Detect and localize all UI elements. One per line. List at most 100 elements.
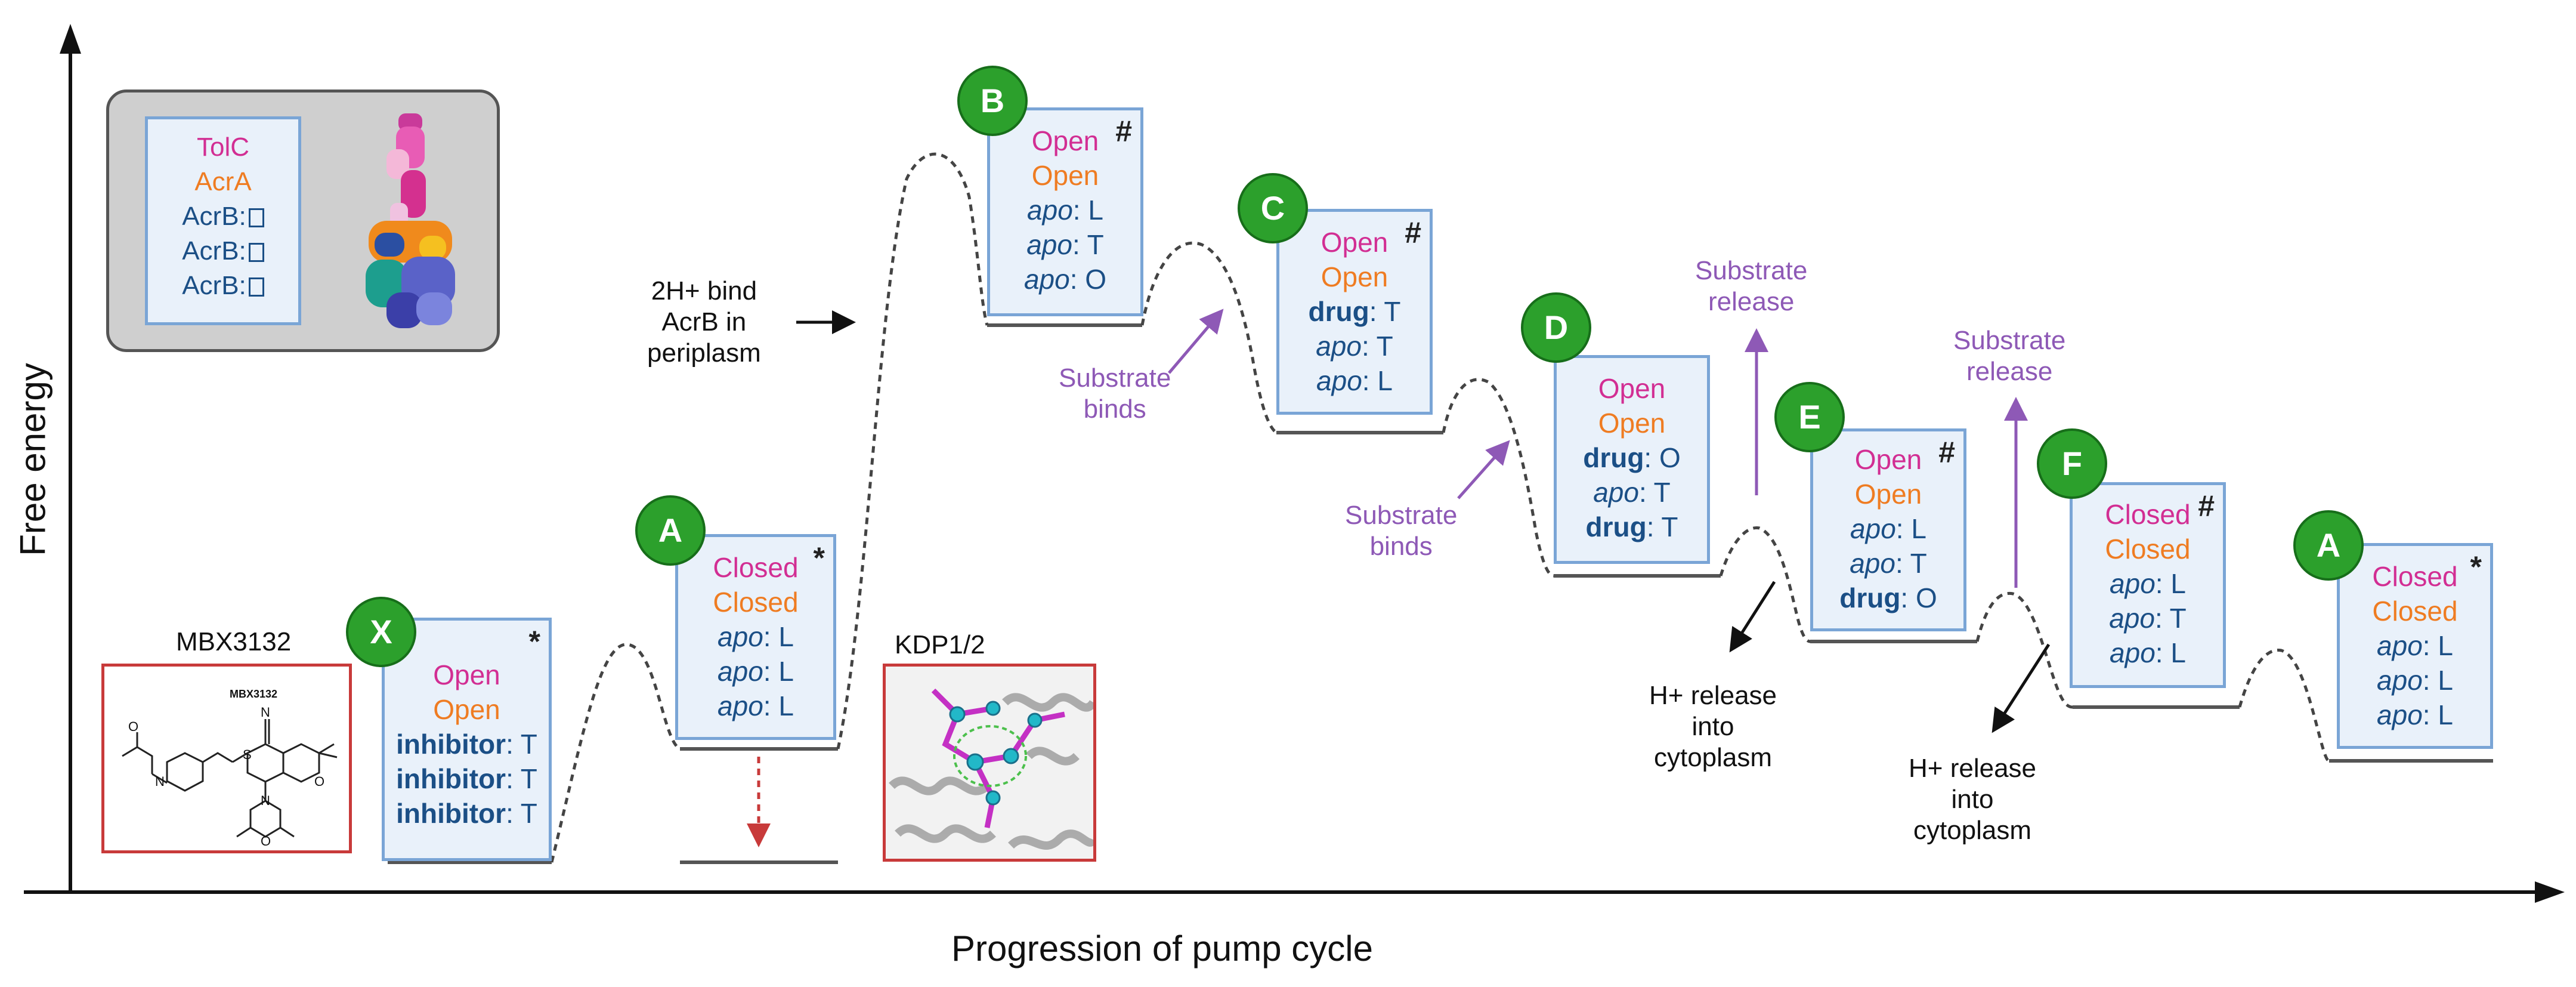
state-A-final-protomer-1: apo: L [2377, 630, 2453, 661]
svg-text:S: S [243, 747, 252, 762]
state-B-protomer-2: apo: T [1026, 229, 1104, 260]
state-X-acra: Open [433, 694, 500, 725]
h-release-arrow-2 [1991, 643, 2051, 733]
transition-X-A [550, 643, 681, 863]
state-A-badge: A [635, 495, 706, 566]
state-A-final-tolc: Closed [2372, 561, 2458, 592]
x-axis-label: Progression of pump cycle [951, 929, 1373, 969]
mbx3132-structure-box: MBX3132 O N S N N O O [101, 664, 352, 853]
h-release-annotation-2: H+ release into cytoplasm [1909, 754, 2037, 845]
transition-E-F [1975, 591, 2073, 709]
h-release-annotation-1: H+ release into cytoplasm [1649, 681, 1777, 772]
state-B-protomer-3: apo: O [1023, 264, 1107, 295]
state-E-acra: Open [1854, 479, 1922, 510]
state-D-protomer-1: drug: O [1583, 442, 1681, 473]
state-E-mark: # [1938, 436, 1955, 469]
state-A-final-badge: A [2293, 510, 2364, 581]
state-C-badge: C [1238, 173, 1308, 243]
svg-text:O: O [314, 774, 324, 789]
substrate-binds-annotation-1: Substrate binds [1059, 363, 1171, 424]
mbx3132-inner-label: MBX3132 [230, 688, 277, 700]
state-E-protomer-3: drug: O [1839, 582, 1937, 613]
state-F-box: # Closed Closed apo: L apo: T apo: L [2070, 482, 2226, 688]
proton-bind-annotation: 2H+ bind AcrB in periplasm [647, 276, 761, 368]
transition-A-B [836, 152, 989, 749]
state-X-badge: X [346, 597, 416, 667]
state-D-acra: Open [1598, 408, 1666, 439]
state-F-mark: # [2198, 489, 2215, 523]
substrate-binds-arrow-1 [1168, 309, 1224, 374]
substrate-release-annotation-2: Substrate release [1953, 326, 2066, 386]
state-B-box: # Open Open apo: L apo: T apo: O [987, 107, 1143, 316]
state-A-final-protomer-3: apo: L [2377, 699, 2453, 730]
state-A-box: * Closed Closed apo: L apo: L apo: L [675, 534, 836, 740]
state-F-protomer-2: apo: T [2109, 603, 2187, 634]
state-F-protomer-1: apo: L [2110, 568, 2186, 599]
state-C-mark: # [1405, 216, 1421, 249]
y-axis-label: Free energy [13, 363, 53, 556]
substrate-binds-arrow-2 [1457, 440, 1510, 499]
x-axis-arrowhead [2535, 881, 2565, 903]
state-X-tolc: Open [433, 659, 500, 690]
state-B-acra: Open [1031, 160, 1099, 191]
state-X-protomer-1: inhibitor: T [396, 729, 537, 760]
legend-tolc: TolC [196, 132, 250, 162]
mbx3132-molecule-image: MBX3132 O N S N N O O [122, 688, 338, 849]
kdp-binding-site-image [886, 667, 1093, 859]
state-X-protomer-3: inhibitor: T [396, 798, 537, 829]
state-B-mark: # [1115, 115, 1132, 148]
state-D-box: Open Open drug: O apo: T drug: T [1554, 355, 1710, 564]
state-A-mark: * [813, 541, 825, 575]
state-A-final-mark: * [2470, 550, 2482, 584]
substrate-release-annotation-1: Substrate release [1695, 256, 1808, 316]
svg-text:N: N [155, 774, 165, 789]
state-A-final-acra: Closed [2372, 596, 2458, 627]
state-D-protomer-2: apo: T [1593, 477, 1671, 508]
state-A-protomer-3: apo: L [718, 690, 794, 721]
state-E-protomer-2: apo: T [1850, 548, 1927, 579]
protomer-square-icon [248, 208, 264, 227]
state-X-protomer-2: inhibitor: T [396, 763, 537, 794]
state-A-acra: Closed [713, 587, 799, 618]
state-F-acra: Closed [2105, 533, 2191, 565]
mbx3132-label: MBX3132 [176, 627, 292, 656]
state-B-tolc: Open [1031, 125, 1099, 156]
protomer-square-icon [248, 277, 264, 297]
h-release-arrow-1 [1729, 581, 1776, 653]
legend-acra: AcrA [194, 167, 252, 196]
state-A-protomer-2: apo: L [718, 656, 794, 687]
state-B-badge: B [957, 66, 1028, 136]
legend-acrb-3: AcrB: [148, 269, 298, 303]
svg-text:O: O [261, 834, 271, 849]
state-C-protomer-1: drug: T [1308, 296, 1401, 327]
svg-text:N: N [261, 793, 270, 808]
state-X-box: * Open Open inhibitor: T inhibitor: T in… [382, 618, 552, 861]
state-A-final-protomer-2: apo: L [2377, 665, 2453, 696]
substrate-binds-annotation-2: Substrate binds [1345, 501, 1458, 561]
transition-F-A [2238, 648, 2330, 763]
transition-D-E [1719, 526, 1811, 643]
state-X-mark: * [528, 625, 540, 658]
state-C-protomer-2: apo: T [1316, 331, 1393, 362]
state-D-tolc: Open [1598, 373, 1666, 404]
y-axis-arrowhead [60, 24, 81, 54]
state-D-badge: D [1521, 292, 1591, 363]
state-C-box: # Open Open drug: T apo: T apo: L [1276, 209, 1433, 415]
svg-text:N: N [261, 705, 270, 720]
legend-acrb-1: AcrB: [148, 199, 298, 234]
state-C-acra: Open [1321, 261, 1388, 292]
svg-text:O: O [128, 719, 138, 734]
state-C-tolc: Open [1321, 227, 1388, 258]
protomer-square-icon [248, 243, 264, 262]
state-A-final-box: * Closed Closed apo: L apo: L apo: L [2337, 543, 2493, 749]
legend-text-box: TolC AcrA AcrB: AcrB: AcrB: [145, 116, 301, 325]
transition-C-D [1442, 378, 1554, 578]
complex-legend: TolC AcrA AcrB: AcrB: AcrB: [106, 90, 500, 352]
state-F-tolc: Closed [2105, 499, 2191, 530]
state-B-protomer-1: apo: L [1027, 195, 1103, 226]
state-E-box: # Open Open apo: L apo: T drug: O [1810, 428, 1966, 631]
state-A-protomer-1: apo: L [718, 621, 794, 652]
kdp-structure-box [883, 664, 1096, 862]
state-C-protomer-3: apo: L [1316, 365, 1393, 396]
